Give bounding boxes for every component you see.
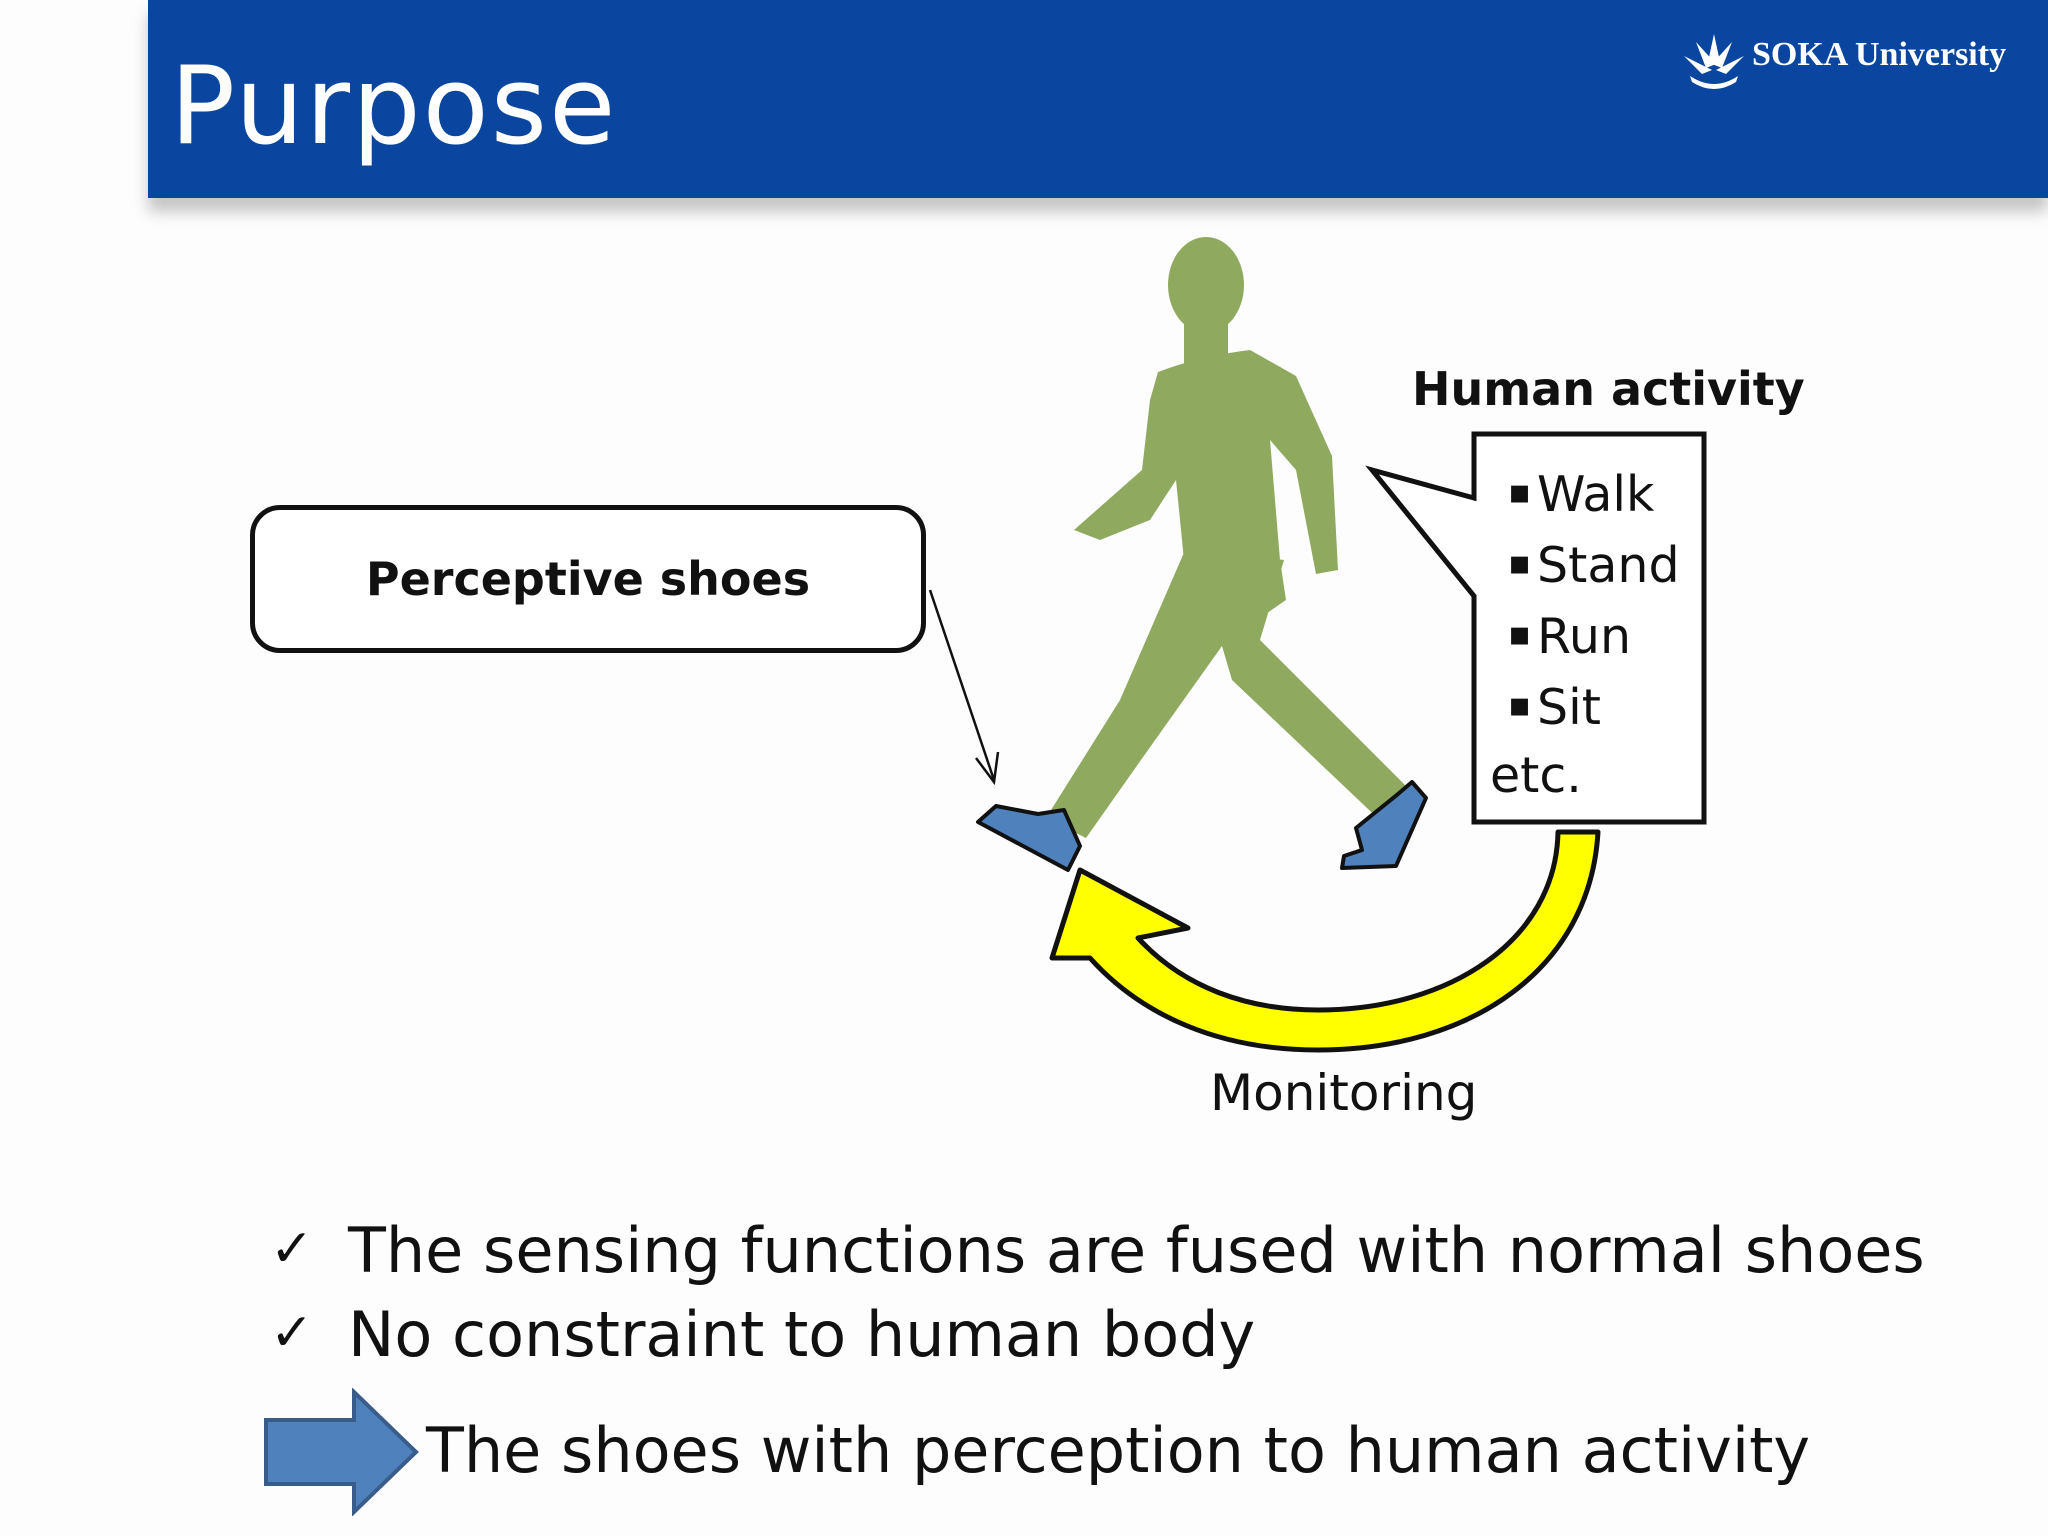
left-shoe-icon	[976, 804, 1082, 872]
monitoring-label: Monitoring	[1210, 1064, 1478, 1122]
right-arrow-icon	[264, 1388, 419, 1516]
list-item: ✓No constraint to human body	[270, 1292, 1925, 1376]
conclusion-text: The shoes with perception to human activ…	[426, 1414, 1811, 1487]
check-icon: ✓	[270, 1219, 314, 1279]
list-item: ▪Stand	[1508, 537, 1680, 594]
activity-callout	[1365, 431, 1707, 825]
list-item: ▪Walk	[1508, 466, 1655, 523]
university-name: SOKA University	[1752, 36, 2007, 73]
bullet-icon: ▪	[1508, 614, 1532, 654]
check-icon: ✓	[270, 1303, 314, 1363]
list-item-etc: etc.	[1490, 747, 1582, 804]
walking-person-icon	[1046, 237, 1414, 838]
bullet-icon: ▪	[1508, 685, 1532, 725]
perceptive-shoes-callout: Perceptive shoes	[250, 505, 926, 653]
university-logo	[1684, 34, 1744, 89]
human-activity-title: Human activity	[1412, 362, 1805, 416]
curved-arrow-icon	[1049, 829, 1601, 1053]
slide-title: Purpose	[170, 44, 618, 169]
list-item: ▪Sit	[1508, 679, 1601, 736]
activity-list: ▪Walk ▪Stand ▪Run ▪Sit etc.	[1490, 458, 1680, 810]
key-points: ✓The sensing functions are fused with no…	[270, 1208, 1925, 1376]
lotus-icon	[1684, 34, 1744, 89]
list-item: ▪Run	[1508, 608, 1632, 665]
list-item: ✓The sensing functions are fused with no…	[270, 1208, 1925, 1292]
pointer-arrow	[928, 589, 1000, 786]
perceptive-shoes-label: Perceptive shoes	[365, 552, 811, 606]
title-bar	[148, 0, 2048, 198]
bullet-icon: ▪	[1508, 472, 1532, 512]
bullet-icon: ▪	[1508, 543, 1532, 583]
right-shoe-icon	[1340, 780, 1428, 870]
